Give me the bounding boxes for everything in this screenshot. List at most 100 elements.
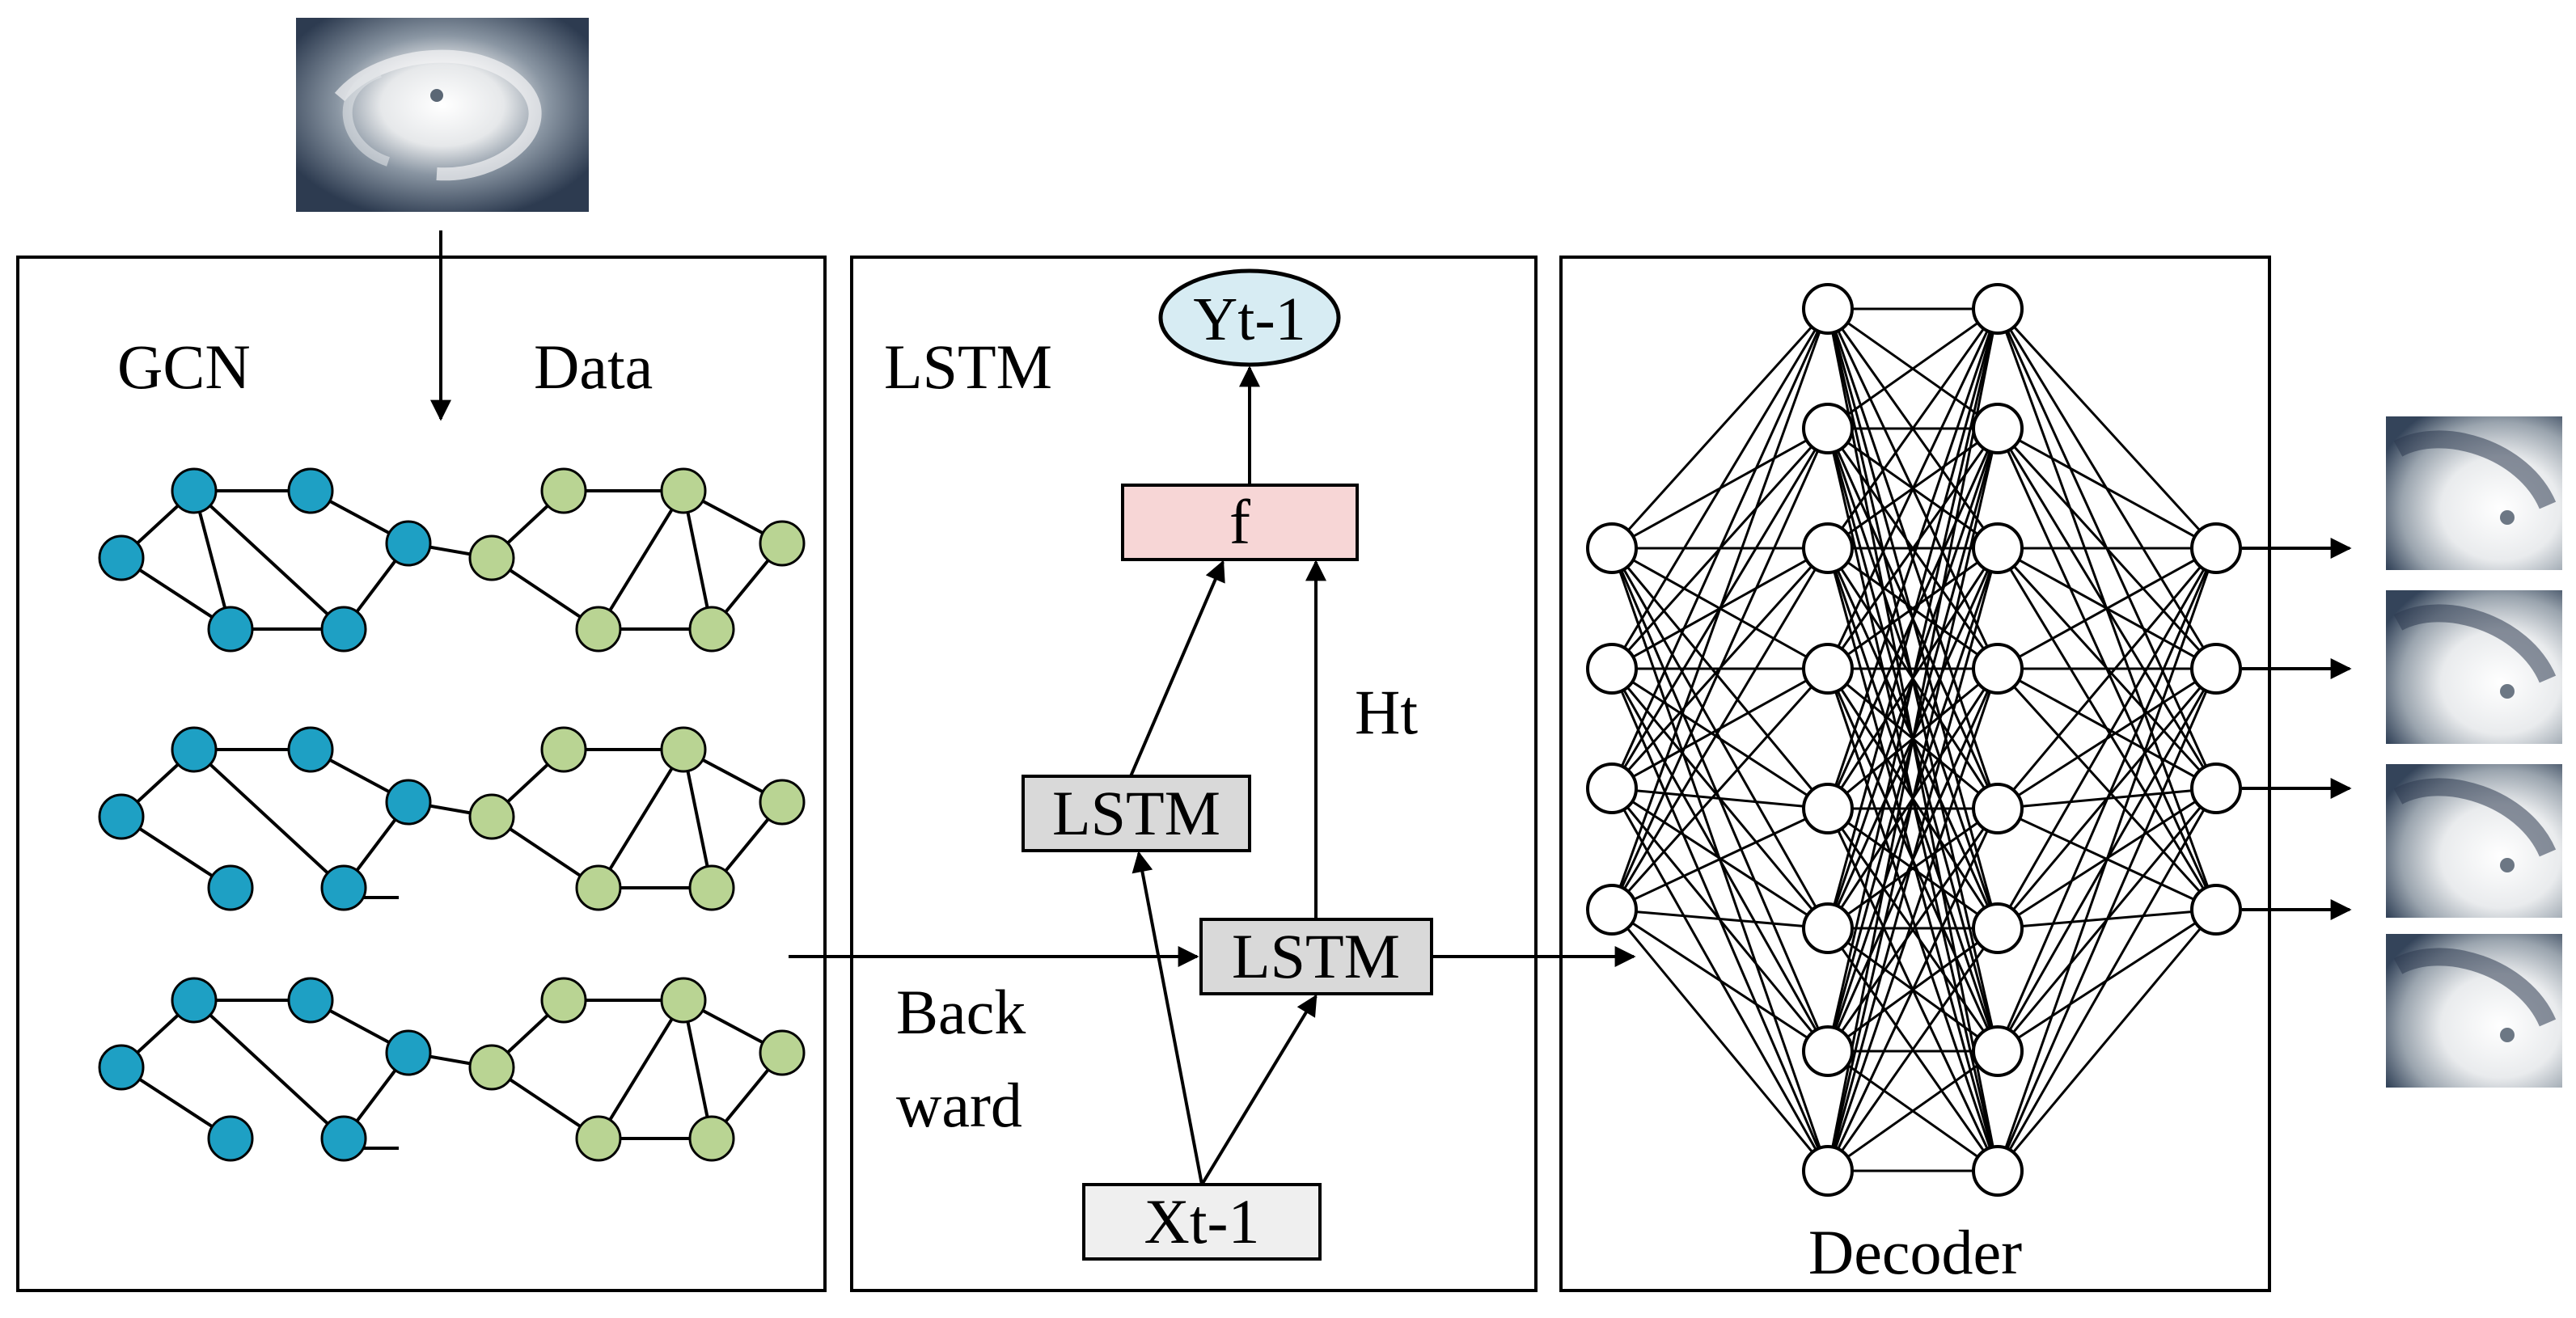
gcn-node xyxy=(98,534,145,581)
decoder-edge xyxy=(1826,308,1999,549)
decoder-network xyxy=(1586,283,2242,1197)
decoder-node xyxy=(1972,283,2024,335)
data-node xyxy=(540,977,587,1024)
gcn-node xyxy=(320,1115,367,1162)
decoder-title: Decoder xyxy=(1808,1217,2022,1287)
output-typhoon-image-4 xyxy=(2386,934,2562,1088)
decoder-node xyxy=(1972,522,2024,574)
decoder-edge xyxy=(1996,547,2218,809)
gcn-node xyxy=(385,520,432,567)
data-node xyxy=(468,1044,515,1091)
decoder-node xyxy=(1802,522,1854,574)
decoder-node xyxy=(1586,884,1638,936)
decoder-edge xyxy=(1611,667,1829,810)
gcn-node xyxy=(320,606,367,653)
lstm-upper-cell-label: LSTM xyxy=(1052,778,1220,848)
decoder-edge xyxy=(1827,547,1999,670)
data-node xyxy=(660,726,707,773)
upper-lstm-to-f-arrow xyxy=(1129,560,1225,777)
data-edge xyxy=(597,999,685,1140)
decoder-node xyxy=(1972,902,2024,954)
decoder-edge xyxy=(1996,668,2218,1172)
typhoon-eye-icon xyxy=(2500,1028,2515,1042)
output-typhoon-images xyxy=(2242,416,2562,1088)
graph-networks xyxy=(98,467,806,1162)
graph-row-2 xyxy=(98,726,806,911)
decoder-node xyxy=(1972,403,2024,454)
decoder-edge xyxy=(1826,927,1999,1172)
decoder-edge xyxy=(1996,547,2218,929)
data-node xyxy=(468,534,515,581)
decoder-edge xyxy=(1826,308,1999,929)
data-node xyxy=(660,977,707,1024)
backward-label-line1: Back xyxy=(896,977,1026,1047)
decoder-edge xyxy=(1610,307,1829,550)
decoder-edge xyxy=(1610,909,1829,1172)
decoder-edge xyxy=(1997,427,2217,550)
gcn-title: GCN xyxy=(117,332,251,402)
lstm-upper-cell xyxy=(1022,775,1251,852)
decoder-node xyxy=(1972,783,2024,834)
typhoon-eye-icon xyxy=(2500,510,2515,525)
input-typhoon-image xyxy=(296,18,589,212)
decoder-edge xyxy=(1826,308,1999,1172)
output-typhoon-image-1 xyxy=(2386,416,2562,570)
decoder-node xyxy=(1802,783,1854,834)
data-node xyxy=(688,864,735,911)
input-to-upper-lstm-arrow xyxy=(1131,851,1203,1185)
lstm-connections xyxy=(1129,365,1636,1186)
input-to-lower-lstm-arrow xyxy=(1200,994,1318,1186)
decoder-edge xyxy=(1827,307,1999,430)
data-node xyxy=(540,467,587,514)
decoder-node xyxy=(1972,643,2024,695)
gcn-node xyxy=(287,467,334,514)
output-y-label: Yt-1 xyxy=(1193,285,1305,353)
gcn-edge xyxy=(192,748,345,889)
data-edge xyxy=(682,749,713,889)
graph-row-3 xyxy=(98,977,806,1162)
decoder-nodes xyxy=(1586,283,2242,1197)
decoder-edges xyxy=(1610,307,2218,1172)
decoder-edge xyxy=(1611,787,1829,810)
decoder-edge xyxy=(1996,307,2218,550)
gcn-edge xyxy=(192,999,345,1140)
decoder-edge xyxy=(1610,547,1829,910)
data-node xyxy=(759,520,806,567)
gcn-node xyxy=(385,1029,432,1076)
decoder-node xyxy=(1802,403,1854,454)
typhoon-eye-icon xyxy=(430,89,443,102)
lstm-panel xyxy=(850,256,1538,1292)
gcn-node xyxy=(98,1044,145,1091)
decoder-node xyxy=(1586,762,1638,814)
decoder-edge xyxy=(1997,667,2217,790)
gcn-node xyxy=(287,977,334,1024)
data-node xyxy=(468,793,515,840)
typhoon-eye-icon xyxy=(2500,858,2515,872)
decoder-node xyxy=(1802,643,1854,695)
decoder-edge xyxy=(1611,908,1829,930)
data-node xyxy=(660,467,707,514)
decoder-edge xyxy=(1826,808,1999,1172)
data-node xyxy=(540,726,587,773)
decoder-node xyxy=(2190,522,2242,574)
decoder-edge xyxy=(1827,1050,1999,1172)
data-edge xyxy=(682,490,713,630)
decoder-node xyxy=(1972,1025,2024,1077)
output-typhoon-image-3 xyxy=(2386,764,2562,918)
function-f-box xyxy=(1121,484,1359,561)
gcn-node xyxy=(385,779,432,826)
data-node xyxy=(759,779,806,826)
decoder-edge xyxy=(1826,308,1999,670)
data-title: Data xyxy=(534,332,653,402)
data-node xyxy=(575,1115,622,1162)
decoder-node xyxy=(1586,522,1638,574)
data-edge xyxy=(597,748,685,889)
decoder-edge xyxy=(1611,908,1829,1053)
lstm-lower-cell-label: LSTM xyxy=(1232,921,1400,991)
decoder-node xyxy=(2190,884,2242,936)
input-x-label: Xt-1 xyxy=(1144,1186,1260,1257)
gcn-node xyxy=(171,467,218,514)
data-edge xyxy=(597,489,685,631)
decoder-edge xyxy=(1996,788,2218,1172)
